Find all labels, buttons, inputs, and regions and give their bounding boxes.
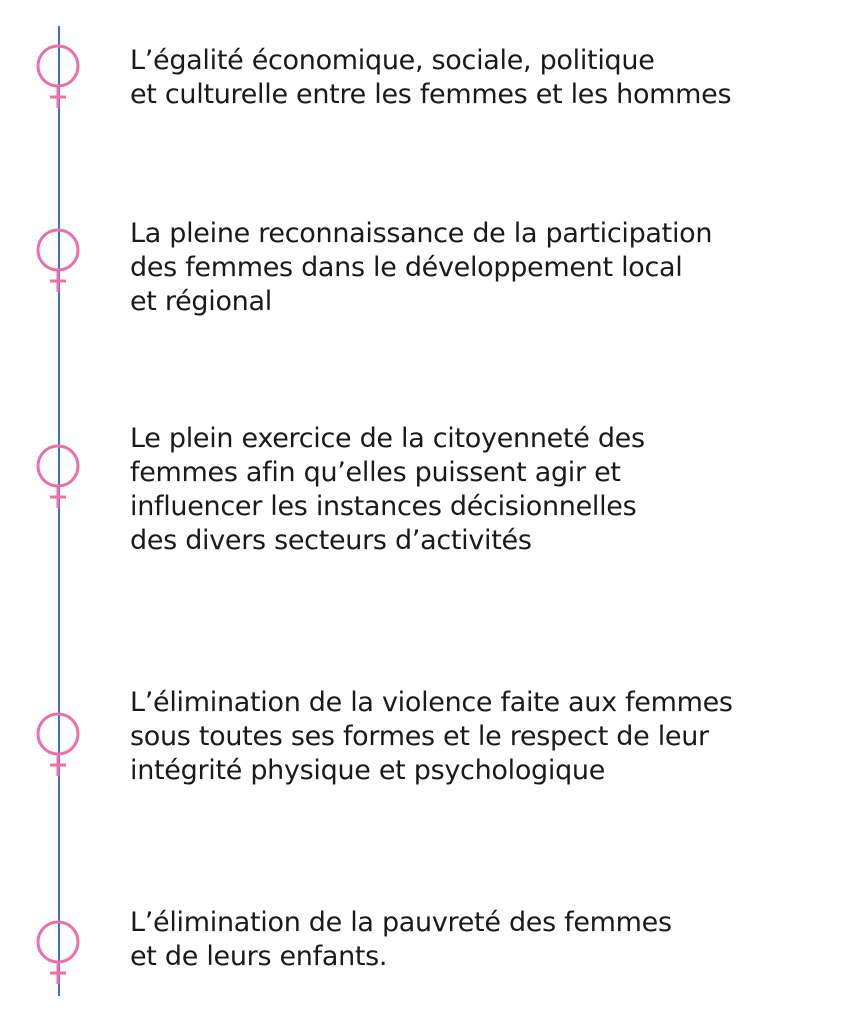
timeline-item-text: L’égalité économique, sociale, politique… [130,45,732,110]
venus-symbol-icon [30,710,86,790]
timeline-line [58,26,60,996]
venus-symbol-icon [30,918,86,998]
timeline-item-text: L’élimination de la pauvreté des femmes … [130,907,672,972]
venus-symbol-icon [30,42,86,122]
timeline-item-text: La pleine reconnaissance de la participa… [130,218,713,317]
timeline-item-text: Le plein exercice de la citoyenneté des … [130,423,645,556]
venus-symbol-icon [30,442,86,522]
venus-symbol-icon [30,226,86,306]
timeline-item-text: L’élimination de la violence faite aux f… [130,687,733,786]
